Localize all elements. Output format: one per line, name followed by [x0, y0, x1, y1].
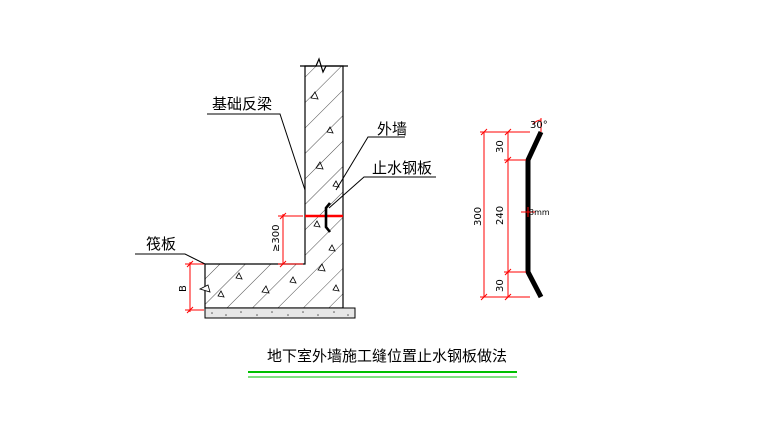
wall-break-line	[300, 57, 348, 74]
top-segment-label: 30	[495, 140, 506, 153]
bottom-segment-label: 30	[495, 279, 506, 292]
leader-lines	[135, 113, 436, 265]
plate-dimension-lines	[480, 118, 542, 301]
wall-waterstop-plate	[324, 202, 332, 233]
slab-thickness-label: B	[178, 285, 189, 292]
foundation-beam-label: 基础反梁	[212, 95, 272, 113]
thickness-label: 3mm	[529, 208, 550, 217]
diagram-title: 地下室外墙施工缝位置止水钢板做法	[267, 347, 507, 365]
raft-slab-label: 筏板	[146, 235, 176, 253]
min-height-dimension	[278, 212, 303, 268]
waterstop-plate-label: 止水钢板	[372, 159, 432, 177]
middle-segment-label: 240	[495, 206, 506, 225]
exterior-wall-label: 外墙	[377, 120, 407, 138]
blinding-dots	[211, 311, 349, 316]
min-height-label: ≥300	[271, 225, 282, 252]
angle-label: 30°	[530, 120, 548, 131]
blinding-layer	[204, 307, 356, 319]
aggregate-marks	[198, 91, 340, 298]
wall-section: ≥300 B 基础反梁 外墙 止水钢板 筏板	[135, 57, 436, 319]
plate-detail: 300 30 240 30 30° 3mm	[473, 118, 550, 301]
total-height-label: 300	[473, 207, 484, 226]
slab-thickness-dimension	[185, 260, 204, 314]
